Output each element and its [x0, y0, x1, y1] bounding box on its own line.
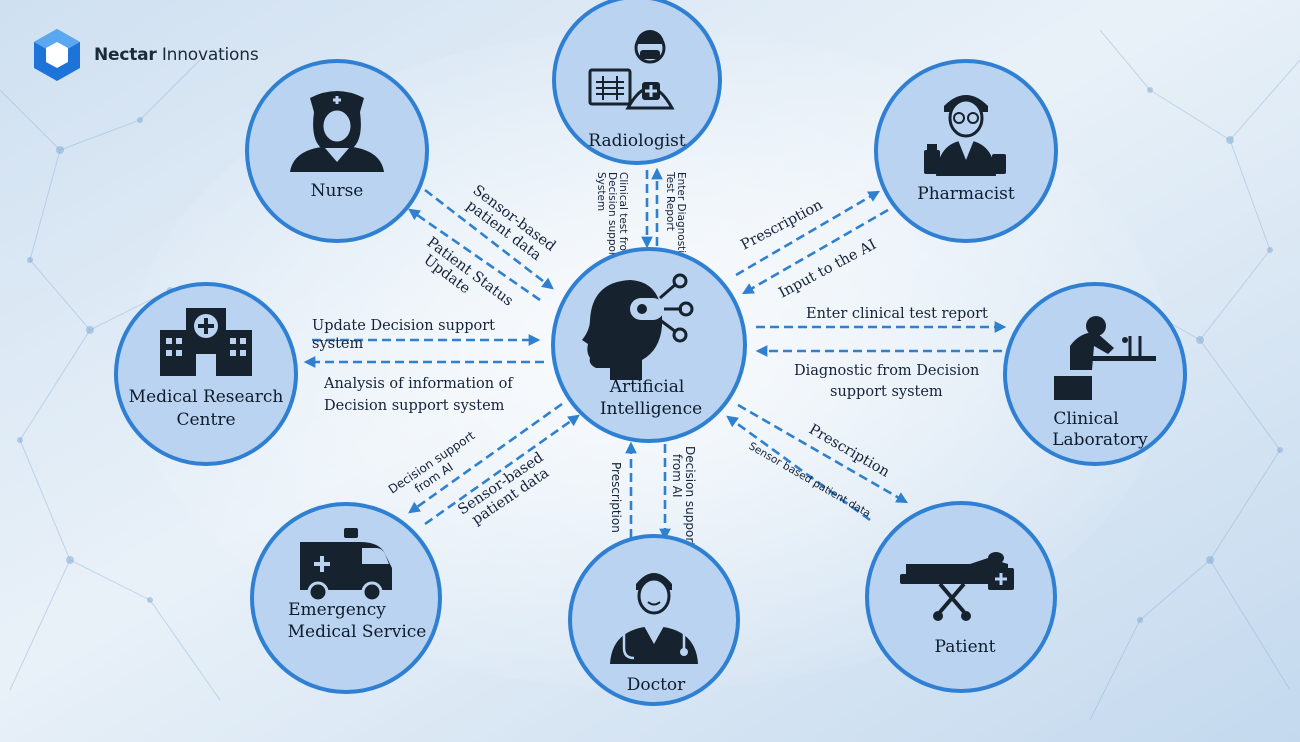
nurse-icon — [290, 91, 384, 172]
brand-name-rest: Innovations — [156, 45, 259, 65]
hospital-building-icon — [160, 308, 252, 376]
node-artificial-intelligence: Artificial Intelligence — [551, 247, 747, 443]
node-pharmacist: Pharmacist — [874, 59, 1058, 243]
edge-arrows — [303, 167, 1007, 541]
edge-label-doctor-in: Prescription — [609, 462, 623, 533]
node-doctor: Doctor — [568, 534, 740, 706]
arrow-patient-to-ai — [726, 415, 871, 522]
edge-label-radiologist-up-2: Decision support — [606, 172, 618, 260]
edge-label-doctor-out: Decision support from AI — [670, 446, 697, 551]
ems-label-2: Medical Service — [288, 622, 427, 642]
pharmacist-icon — [924, 95, 1006, 176]
edge-label-doctor-out-2: from AI — [670, 454, 684, 498]
arrow-ai-to-ems — [408, 402, 563, 514]
edge-label-radiologist-up-1: Clinical test from — [617, 172, 629, 261]
research-label-2: Centre — [176, 410, 235, 430]
arrow-nurse-to-ai — [424, 188, 554, 290]
edge-label-radiologist-up-3: System — [595, 172, 607, 211]
research-label-1: Medical Research — [129, 387, 284, 407]
edge-label-pharmacist-in: Input to the AI — [776, 237, 879, 302]
ems-label-1: Emergency — [288, 600, 386, 620]
brand-header: Nectar Innovations — [28, 26, 259, 84]
edge-label-radiologist-down-2: Test Report — [664, 171, 676, 231]
doctor-stethoscope-icon — [610, 573, 698, 664]
node-clinical-lab: Clinical Laboratory — [1003, 282, 1187, 466]
edge-label-radiologist-down: Enter Diagnostic Test Report — [664, 171, 687, 262]
hexagon-logo-icon — [34, 29, 80, 81]
patient-label: Patient — [935, 637, 996, 657]
radiologist-xray-icon — [588, 30, 675, 110]
brand-name-bold: Nectar — [94, 45, 157, 65]
node-patient: Patient — [865, 501, 1057, 693]
brand-name: Nectar Innovations — [94, 45, 259, 65]
edge-label-research-in-2: system — [312, 336, 363, 352]
patient-bed-icon — [900, 552, 1014, 621]
doctor-label: Doctor — [627, 675, 686, 695]
arrow-ai-to-nurse — [408, 208, 541, 302]
edge-label-research-out-1: Analysis of information of — [323, 376, 514, 392]
edge-label-radiologist-down-1: Enter Diagnostic — [675, 172, 687, 259]
edge-label-doctor-out-1: Decision support — [683, 446, 697, 547]
node-ems: Emergency Medical Service — [250, 502, 442, 694]
edge-label-research-in-1: Update Decision support — [312, 318, 495, 334]
nodes: Radiologist Nurse — [114, 0, 1187, 706]
arrow-ai-to-patient — [737, 403, 909, 504]
edge-label-research-out-2: Decision support system — [324, 398, 505, 414]
nurse-label: Nurse — [311, 181, 364, 201]
lab-label-2: Laboratory — [1052, 430, 1148, 450]
arrow-ems-to-ai — [424, 414, 580, 526]
edge-label-pharmacist-out: Prescription — [738, 197, 825, 253]
node-nurse: Nurse — [245, 59, 429, 243]
edge-label-patient-out: Prescription — [806, 422, 892, 481]
edge-label-ems-in: Sensor-based patient data — [455, 447, 559, 532]
edge-label-nurse-in: Sensor-based patient data — [460, 182, 562, 270]
node-research-centre: Medical Research Centre — [114, 282, 298, 466]
radiologist-label: Radiologist — [588, 131, 686, 151]
ai-label-1: Artificial — [609, 377, 685, 397]
edge-label-lab-in-2: support system — [830, 384, 943, 400]
lab-microscope-icon — [1054, 316, 1156, 400]
pharmacist-label: Pharmacist — [917, 184, 1015, 204]
ambulance-icon — [300, 528, 392, 603]
edge-label-lab-out: Enter clinical test report — [806, 306, 988, 322]
ai-label-2: Intelligence — [600, 399, 702, 419]
edge-label-radiologist-up: Clinical test from Decision support Syst… — [595, 172, 629, 264]
node-radiologist: Radiologist — [552, 0, 722, 165]
edge-label-lab-in-1: Diagnostic from Decision — [794, 363, 979, 379]
lab-label-1: Clinical — [1053, 409, 1118, 429]
ai-head-circuit-icon — [582, 273, 694, 380]
